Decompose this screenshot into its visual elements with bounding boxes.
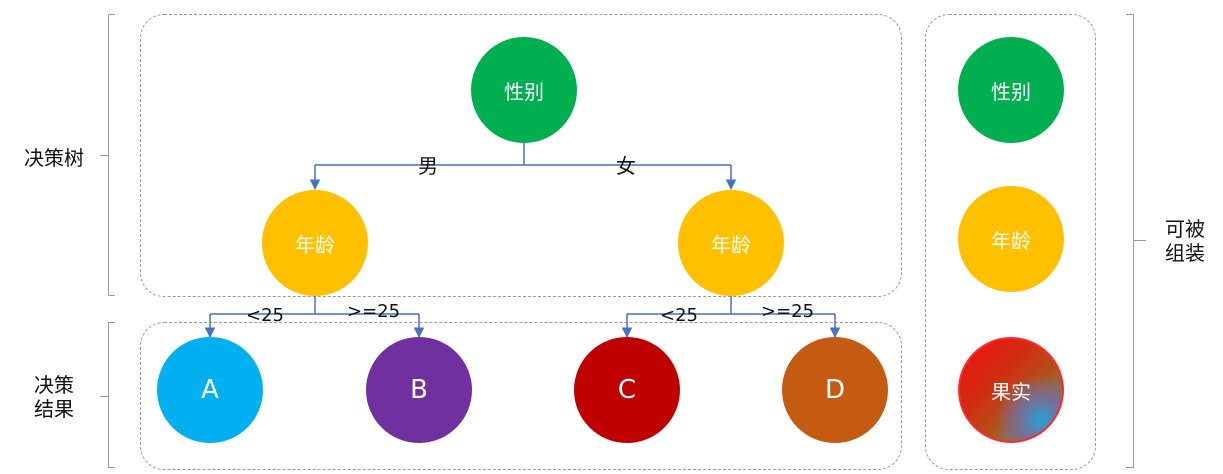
branch-label-lt25-left: <25 (246, 305, 284, 326)
result-bracket (108, 322, 115, 468)
assemble-label-line2: 组装 (1165, 241, 1205, 265)
component-node-gender: 性别 (958, 37, 1064, 143)
result-node-d: D (782, 337, 888, 443)
tree-box (140, 14, 902, 297)
result-label: 决策 结果 (24, 373, 84, 421)
assemble-label: 可被 组装 (1160, 217, 1210, 265)
right-node-age: 年龄 (678, 190, 784, 296)
branch-label-female: 女 (616, 154, 636, 178)
tree-bracket (108, 14, 115, 296)
branch-label-ge25-left: >=25 (347, 301, 401, 322)
result-bracket-tick (100, 396, 108, 397)
component-node-age: 年龄 (958, 186, 1064, 292)
result-label-line2: 结果 (34, 397, 74, 421)
root-node-gender: 性别 (471, 37, 577, 143)
result-label-line1: 决策 (34, 373, 74, 397)
left-node-age: 年龄 (262, 190, 368, 296)
branch-label-male: 男 (418, 154, 438, 178)
branch-label-lt25-right: <25 (660, 305, 698, 326)
result-node-a: A (157, 337, 263, 443)
result-node-c: C (574, 337, 680, 443)
assemble-bracket (1126, 14, 1134, 468)
component-node-fruit: 果实 (958, 337, 1064, 443)
assemble-bracket-tick (1134, 240, 1146, 241)
tree-label: 决策树 (24, 146, 84, 170)
result-node-b: B (366, 337, 472, 443)
branch-label-ge25-right: >=25 (761, 301, 815, 322)
result-box (140, 322, 902, 470)
component-box (925, 14, 1096, 470)
tree-bracket-tick (100, 155, 108, 156)
assemble-label-line1: 可被 (1165, 217, 1205, 241)
